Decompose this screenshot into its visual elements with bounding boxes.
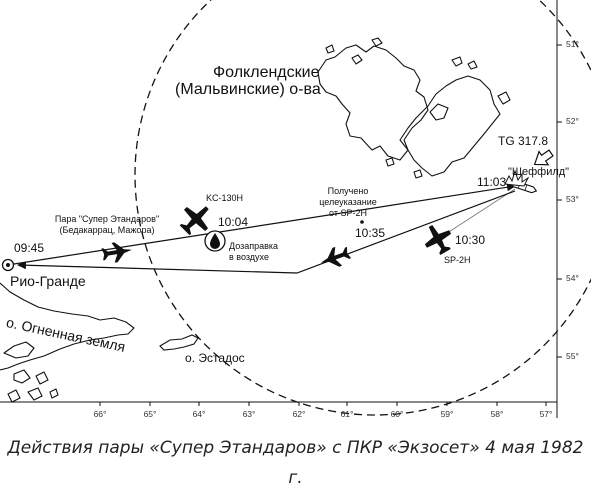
lat-tick: 52° xyxy=(566,116,579,126)
lat-tick: 53° xyxy=(566,194,579,204)
sheffield-label: "Шеффилд" xyxy=(508,166,570,178)
explosion-icon xyxy=(504,169,530,187)
targeting-label-line2: целеуказание xyxy=(319,197,377,207)
targeting-point xyxy=(360,220,364,224)
rio-grande-label: Рио-Гранде xyxy=(10,273,86,289)
estados-island xyxy=(159,334,199,351)
time-1030: 10:30 xyxy=(455,233,486,247)
time-1103: 11:03 xyxy=(477,175,507,189)
jet-plane-icon xyxy=(101,242,132,263)
lat-tick: 55° xyxy=(566,351,579,361)
jet-plane-icon xyxy=(320,246,352,267)
figure-caption: Действия пары «Супер Этандаров» с ПКР «Э… xyxy=(7,438,584,488)
tierra-del-fuego xyxy=(0,282,135,403)
longitude-ticks xyxy=(99,402,547,406)
lat-tick: 51° xyxy=(566,39,579,49)
lon-tick: 64° xyxy=(192,409,206,419)
pair-label-line2: (Бедакаррац, Мажора) xyxy=(59,225,155,235)
tg-label: TG 317.8 xyxy=(498,134,549,148)
sp2h-sighting-line xyxy=(437,188,516,240)
estados-label: о. Эстадос xyxy=(185,351,245,365)
airbase-icon xyxy=(1,258,15,272)
lon-tick: 62° xyxy=(292,409,306,419)
lon-tick: 58° xyxy=(490,409,504,419)
refuel-label-line1: Дозаправка xyxy=(229,241,279,251)
kc130-label: KC-130H xyxy=(206,193,244,203)
sp2h-label: SP-2H xyxy=(444,255,471,265)
time-1004: 10:04 xyxy=(218,215,249,229)
targeting-label-line3: от SP-2H xyxy=(329,208,367,218)
lon-tick: 63° xyxy=(242,409,256,419)
direction-arrow-icon xyxy=(533,149,554,166)
lon-tick: 61° xyxy=(340,409,354,419)
refuel-label-line2: в воздухе xyxy=(229,252,269,262)
lat-tick: 54° xyxy=(566,273,579,283)
lon-tick: 57° xyxy=(539,409,553,419)
time-0945: 09:45 xyxy=(14,241,45,255)
fuel-drop-icon xyxy=(204,230,226,252)
return-route xyxy=(17,190,516,274)
islands-title-line2: (Мальвинские) о-ва xyxy=(175,81,321,98)
islands-title-line1: Фолклендские xyxy=(213,64,320,81)
lon-tick: 60° xyxy=(390,409,404,419)
time-1035: 10:35 xyxy=(355,226,386,240)
lon-tick: 59° xyxy=(440,409,454,419)
map-canvas xyxy=(0,0,591,418)
propeller-plane-icon xyxy=(424,225,452,255)
targeting-label-line1: Получено xyxy=(327,186,369,196)
lon-tick: 65° xyxy=(143,409,157,419)
lon-tick: 66° xyxy=(93,409,107,419)
pair-label-line1: Пара "Супер Этандаров" xyxy=(54,214,160,224)
latitude-ticks xyxy=(557,44,562,358)
outbound-route xyxy=(13,183,516,265)
propeller-plane-icon xyxy=(179,206,209,236)
falkland-islands xyxy=(317,37,511,179)
